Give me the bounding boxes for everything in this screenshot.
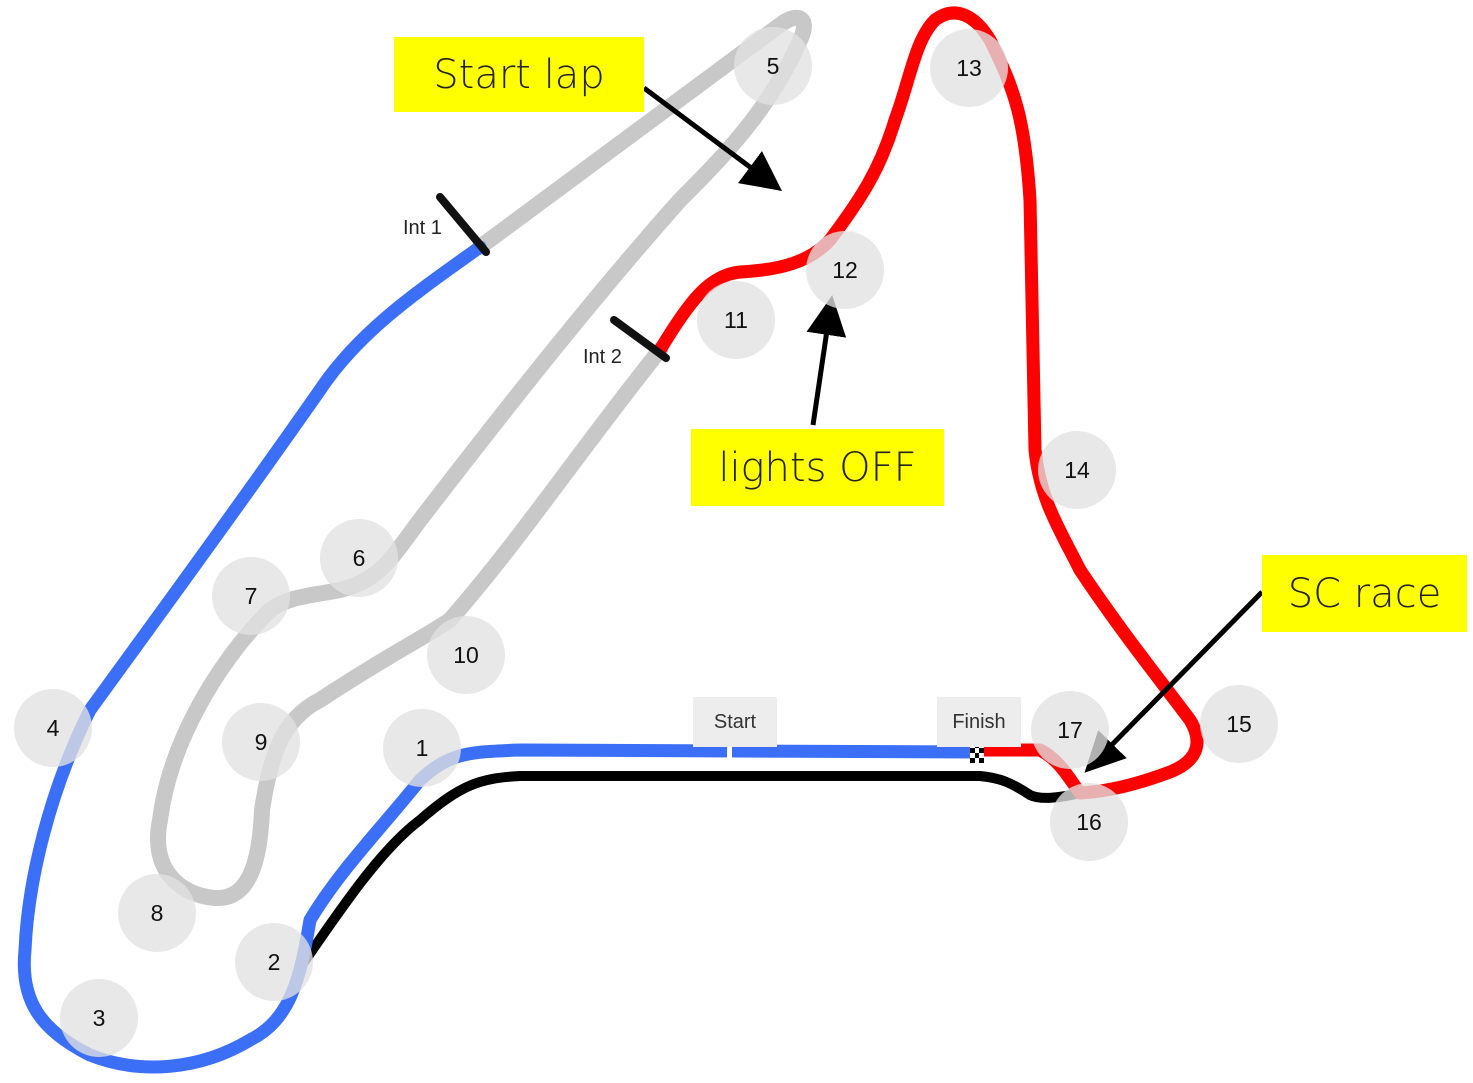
turn-marker-17: 17 <box>1031 691 1109 769</box>
callout-start-lap: Start lap <box>394 37 644 112</box>
turn-marker-16: 16 <box>1050 783 1128 861</box>
turn-marker-12: 12 <box>806 231 884 309</box>
turn-marker-4: 4 <box>14 689 92 767</box>
turn-marker-3: 3 <box>60 979 138 1057</box>
turn-marker-5: 5 <box>734 27 812 105</box>
turn-marker-6: 6 <box>320 519 398 597</box>
turn-marker-10: 10 <box>427 616 505 694</box>
start-label: Start <box>693 697 777 747</box>
turn-marker-14: 14 <box>1038 431 1116 509</box>
sc-race-arrow <box>1084 590 1264 773</box>
turn-marker-7: 7 <box>212 557 290 635</box>
start-lap-arrow <box>642 85 783 191</box>
callout-sc-race: SC race <box>1262 555 1467 632</box>
turn-marker-2: 2 <box>235 923 313 1001</box>
finish-label: Finish <box>937 697 1021 747</box>
sector-grey-path <box>150 9 812 906</box>
turn-marker-9: 9 <box>222 703 300 781</box>
int2-label: Int 2 <box>583 346 622 368</box>
start-line <box>727 743 732 763</box>
int1-label: Int 1 <box>403 217 442 239</box>
turn-marker-11: 11 <box>697 281 775 359</box>
turn-marker-13: 13 <box>930 29 1008 107</box>
turn-marker-15: 15 <box>1200 685 1278 763</box>
lights-off-arrow <box>806 295 847 426</box>
turn-marker-8: 8 <box>118 874 196 952</box>
sector-blue-path <box>17 240 982 1074</box>
int1-tick <box>436 193 490 256</box>
callout-lights-off: lights OFF <box>691 429 944 506</box>
pit-lane-path <box>295 771 1085 973</box>
turn-marker-1: 1 <box>383 709 461 787</box>
int2-tick <box>610 316 670 362</box>
